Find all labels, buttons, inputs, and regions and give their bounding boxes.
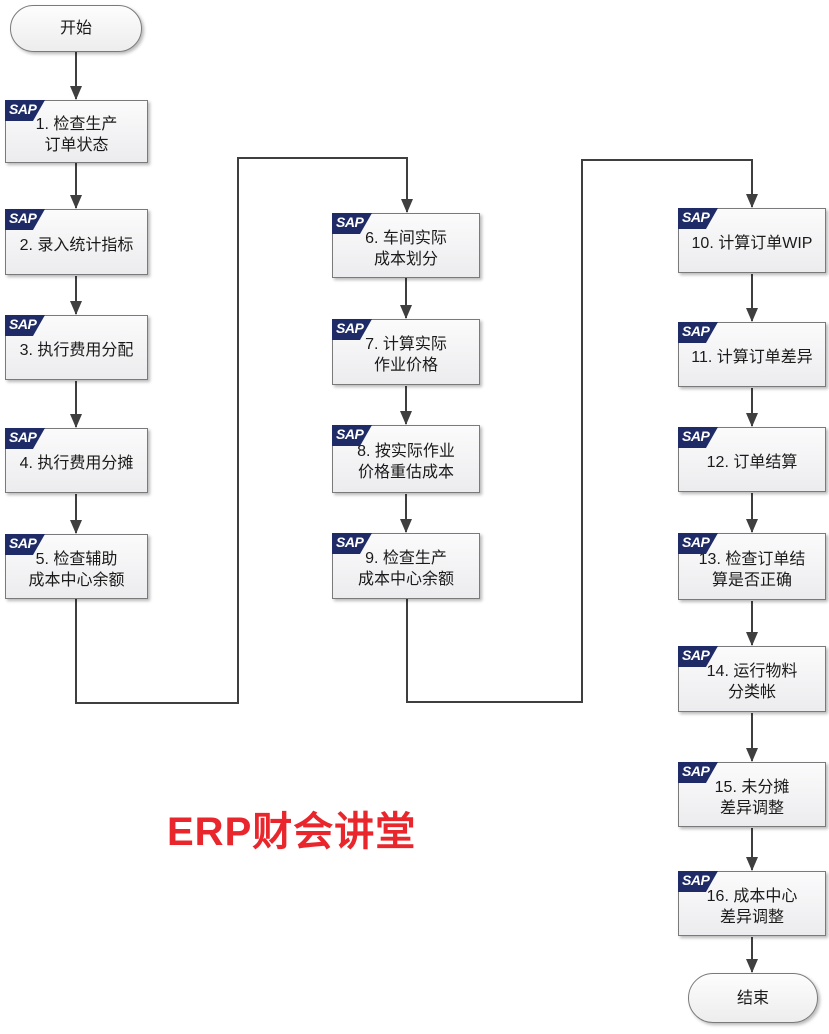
step-2-text: 2. 录入统计指标 xyxy=(19,236,134,254)
sap-logo-icon: SAP xyxy=(678,427,718,448)
step-9-text: 9. 检查生产 成本中心余额 xyxy=(357,550,454,588)
step-16-cost-center-variance-adjustment: SAP 16. 成本中心 差异调整 xyxy=(678,871,826,936)
step-3-run-cost-distribution: SAP 3. 执行费用分配 xyxy=(5,315,148,380)
step-11-calculate-order-variance: SAP 11. 计算订单差异 xyxy=(678,322,826,387)
sap-logo-icon: SAP xyxy=(5,315,45,336)
step-10-calculate-order-wip: SAP 10. 计算订单WIP xyxy=(678,208,826,273)
sap-logo-icon: SAP xyxy=(5,534,45,555)
sap-logo-icon: SAP xyxy=(5,428,45,449)
end-label: 结束 xyxy=(736,989,769,1007)
step-13-check-order-settlement-correct: SAP 13. 检查订单结 算是否正确 xyxy=(678,533,826,600)
sap-logo-icon: SAP xyxy=(678,762,718,783)
step-2-enter-statistical-key-figures: SAP 2. 录入统计指标 xyxy=(5,209,148,275)
sap-logo-icon: SAP xyxy=(678,646,718,667)
step-4-text: 4. 执行费用分摊 xyxy=(19,455,134,472)
sap-logo-icon: SAP xyxy=(332,319,372,340)
sap-logo-icon: SAP xyxy=(5,100,45,121)
step-8-revalue-at-actual-activity-price: SAP 8. 按实际作业 价格重估成本 xyxy=(332,425,480,493)
step-1-text: 1. 检查生产 订单状态 xyxy=(35,115,118,154)
step-1-check-production-order-status: SAP 1. 检查生产 订单状态 xyxy=(5,100,148,163)
page-title: ERP财会讲堂 xyxy=(167,810,417,854)
step-10-text: 10. 计算订单WIP xyxy=(691,235,813,252)
step-14-run-material-ledger: SAP 14. 运行物料 分类帐 xyxy=(678,646,826,712)
step-15-text: 15. 未分摊 差异调整 xyxy=(714,778,790,817)
step-9-check-production-cost-center-balance: SAP 9. 检查生产 成本中心余额 xyxy=(332,533,480,599)
step-8-text: 8. 按实际作业 价格重估成本 xyxy=(357,443,455,481)
step-5-check-auxiliary-cost-center-balance: SAP 5. 检查辅助 成本中心余额 xyxy=(5,534,148,599)
step-6-workshop-actual-cost-splitting: SAP 6. 车间实际 成本划分 xyxy=(332,213,480,278)
step-12-order-settlement: SAP 12. 订单结算 xyxy=(678,427,826,492)
step-12-text: 12. 订单结算 xyxy=(706,454,798,471)
sap-logo-icon: SAP xyxy=(678,533,718,554)
step-11-text: 11. 计算订单差异 xyxy=(691,349,813,366)
step-7-text: 7. 计算实际 作业价格 xyxy=(365,336,447,374)
sap-logo-icon: SAP xyxy=(678,322,718,343)
end-node: 结束 xyxy=(688,973,818,1023)
sap-logo-icon: SAP xyxy=(5,209,45,230)
step-14-text: 14. 运行物料 分类帐 xyxy=(706,663,798,701)
step-13-text: 13. 检查订单结 算是否正确 xyxy=(698,550,806,589)
sap-logo-icon: SAP xyxy=(332,213,372,234)
sap-logo-icon: SAP xyxy=(678,871,718,892)
sap-logo-icon: SAP xyxy=(678,208,718,229)
step-6-text: 6. 车间实际 成本划分 xyxy=(365,229,447,268)
start-label: 开始 xyxy=(59,20,92,37)
sap-logo-icon: SAP xyxy=(332,533,372,554)
step-4-run-cost-assessment: SAP 4. 执行费用分摊 xyxy=(5,428,148,493)
step-3-text: 3. 执行费用分配 xyxy=(19,342,134,359)
step-16-text: 16. 成本中心 差异调整 xyxy=(706,887,798,926)
step-5-text: 5. 检查辅助 成本中心余额 xyxy=(28,550,125,589)
step-15-unallocated-variance-adjustment: SAP 15. 未分摊 差异调整 xyxy=(678,762,826,827)
start-node: 开始 xyxy=(10,5,142,52)
step-7-calculate-actual-activity-price: SAP 7. 计算实际 作业价格 xyxy=(332,319,480,385)
sap-logo-icon: SAP xyxy=(332,425,372,446)
